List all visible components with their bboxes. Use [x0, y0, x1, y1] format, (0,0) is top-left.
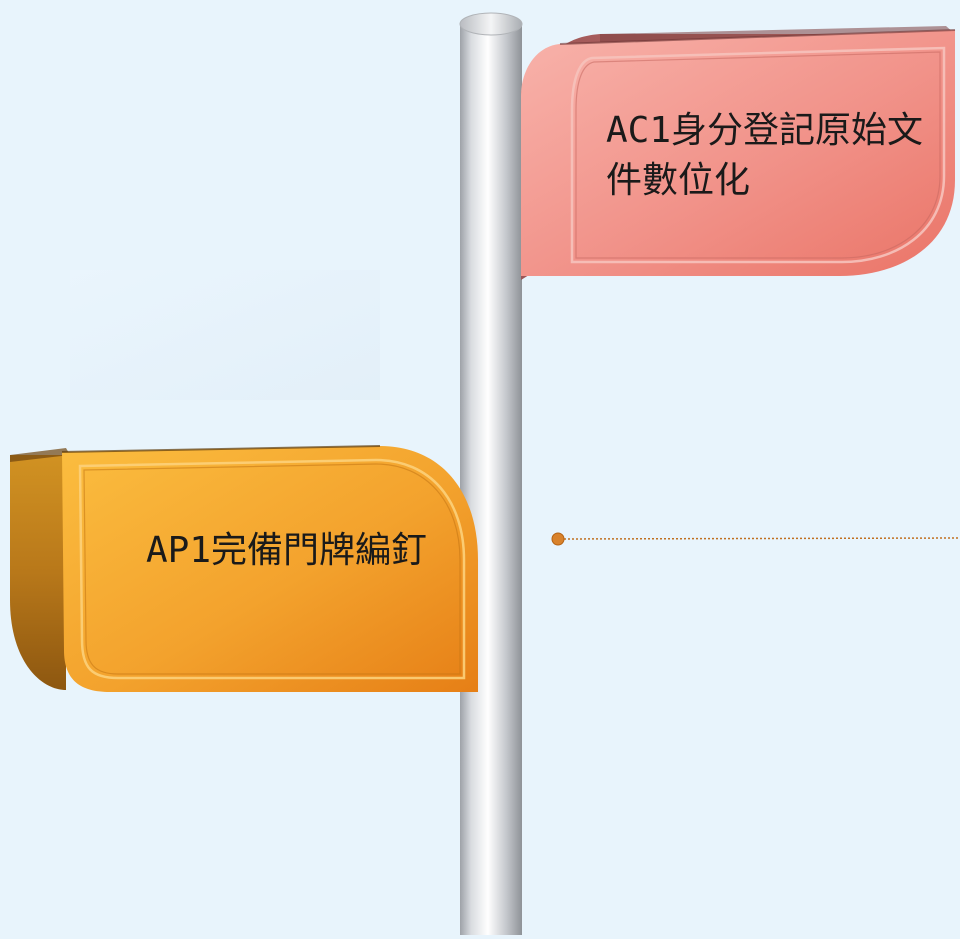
connector-dot [551, 532, 565, 546]
pole [459, 12, 523, 935]
connector [551, 532, 960, 546]
sign-ac1-label: AC1身分登記原始文件數位化 [606, 110, 924, 201]
sign-ac1 [521, 26, 956, 280]
background-panel [70, 270, 380, 400]
sign-ap1 [10, 445, 478, 692]
sign-ap1-label: AP1完備門牌編釘 [146, 530, 428, 571]
connector-line [559, 537, 960, 540]
